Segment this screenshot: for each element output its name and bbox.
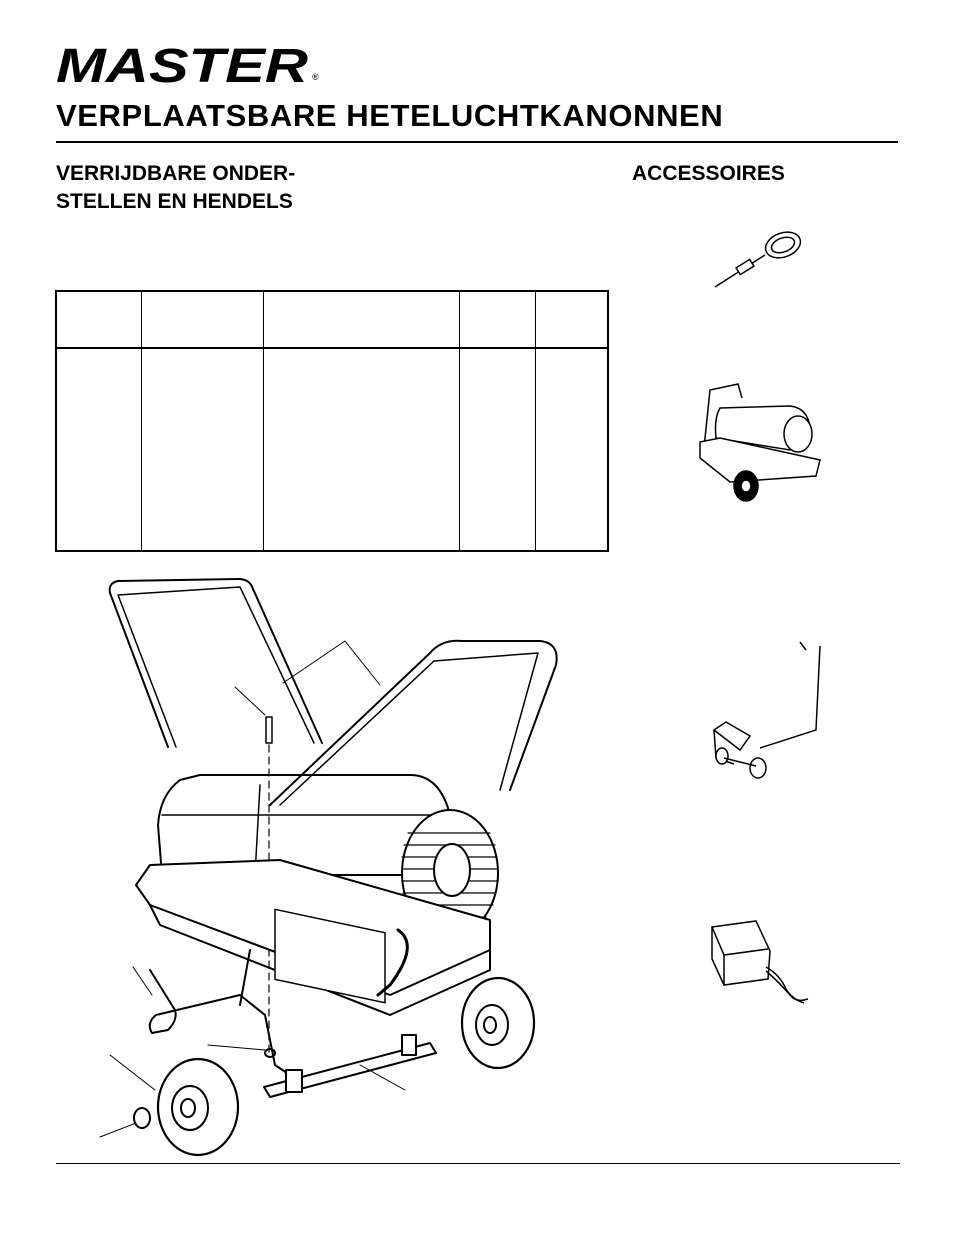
master-logo: MASTER ®	[56, 42, 319, 90]
title-rule	[56, 141, 898, 143]
leader-wheel	[109, 1054, 156, 1091]
logo-wordmark: MASTER	[56, 42, 308, 90]
parts-table	[55, 290, 609, 552]
table-cell	[534, 348, 608, 551]
table-header-cell	[140, 291, 263, 349]
ignition-probe-icon	[714, 231, 802, 288]
table-header-cell	[534, 291, 608, 349]
table-header-row	[56, 291, 608, 349]
control-panel	[274, 908, 386, 1004]
frame-rail	[239, 949, 251, 1006]
footer-rule	[56, 1163, 900, 1164]
section-heading-carts-line2: STELLEN EN HENDELS	[56, 190, 293, 213]
axle	[263, 1042, 437, 1098]
table-cell	[140, 348, 263, 551]
power-cord	[376, 928, 409, 997]
leader-hubcap	[99, 1122, 137, 1138]
front-handle	[269, 639, 558, 806]
table-row	[56, 348, 608, 551]
heater-on-cart-icon	[699, 383, 821, 502]
nut	[264, 1048, 276, 1058]
table-header-cell	[56, 291, 141, 349]
rear-handle-inner	[117, 586, 315, 748]
front-handle-inner	[279, 652, 539, 806]
leader-frame	[132, 966, 153, 996]
leader-nut	[207, 1044, 266, 1051]
leader-bolt	[234, 686, 266, 716]
bolt	[265, 716, 273, 744]
lower-frame	[148, 969, 291, 1076]
parts-table-grid	[55, 290, 609, 552]
section-heading-carts-line1: VERRIJDBARE ONDER-	[56, 162, 296, 185]
registered-mark: ®	[312, 72, 319, 82]
table-cell	[458, 348, 535, 551]
table-header-cell	[458, 291, 535, 349]
table-header-cell	[262, 291, 459, 349]
rear-handle	[108, 578, 323, 748]
thermostat-box-icon	[711, 920, 809, 1004]
table-cell	[56, 348, 141, 551]
table-cell	[262, 348, 459, 551]
hubcap	[133, 1107, 151, 1129]
section-heading-accessories: ACCESSOIRES	[632, 162, 785, 185]
leader-axle	[359, 1064, 406, 1091]
section-heading-carts: VERRIJDBARE ONDER- STELLEN EN HENDELS	[56, 160, 295, 216]
leader-handle-2	[344, 640, 381, 686]
document-title: VERPLAATSBARE HETELUCHTKANONNEN	[56, 98, 724, 133]
wheel-kit-cart-icon	[712, 641, 821, 779]
exploded-wheel-kit-diagram	[99, 578, 558, 1157]
leader-handle	[282, 640, 346, 684]
